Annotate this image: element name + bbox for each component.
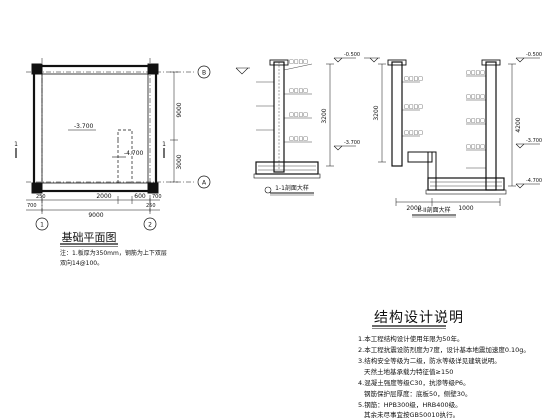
- plan-outer-wall: [32, 64, 158, 193]
- section-mark-left: 1: [14, 141, 18, 148]
- section2-left-wall: [391, 61, 403, 167]
- section2-label-g: □□□□: [466, 144, 485, 150]
- plan-note-line2: 双向14@100。: [60, 259, 103, 267]
- dim-right-total: 9000: [176, 102, 183, 117]
- section1-cushion: [253, 173, 321, 179]
- notes-item-5: 4.混凝土强度等级C30，抗渗等级P6。: [358, 378, 470, 387]
- axis-bubble-1: [35, 217, 49, 231]
- section2-elev-top: -0.500: [526, 52, 542, 58]
- section2-label-d: □□□□: [466, 70, 485, 76]
- design-notes: [372, 325, 446, 329]
- section-1-1: [235, 57, 356, 196]
- elev-label-main: -3.700: [74, 123, 94, 130]
- axis-label-1: 1: [40, 222, 44, 229]
- notes-item-7: 5.钢筋：HPB300级，HRB400级。: [358, 400, 462, 409]
- column-bottom-right: [147, 182, 159, 194]
- axis-bubble-a: [197, 175, 211, 189]
- section2-label-b: □□□□: [404, 104, 423, 110]
- section1-label-c: □□□□: [289, 136, 308, 142]
- axis-label-a: A: [202, 180, 207, 187]
- section2-label-c: □□□□: [404, 130, 423, 136]
- notes-item-8: 其余未尽事宜按GB50010执行。: [364, 410, 459, 419]
- section2-label-a: □□□□: [404, 76, 423, 82]
- column-bottom-left: [31, 182, 43, 194]
- plan-title: 基础平面图: [62, 231, 117, 244]
- axis-label-2: 2: [148, 222, 152, 229]
- section2-height-a: 3200: [373, 105, 380, 120]
- section2-dim-a: 2000: [406, 205, 421, 212]
- column-top-right: [147, 63, 159, 75]
- notes-item-6: 钢筋保护层厚度：底板50，侧壁30。: [364, 389, 472, 398]
- section1-label-a: □□□□: [289, 88, 308, 94]
- column-top-left: [31, 63, 43, 75]
- notes-item-2: 2.本工程抗震设防烈度为7度，设计基本地震加速度0.10g。: [358, 345, 530, 354]
- section1-elev-bottom: -3.700: [344, 140, 360, 146]
- section2-title: II-II剖面大样: [417, 206, 450, 214]
- pit-outline: [117, 129, 133, 183]
- section1-elev-top: -0.500: [344, 52, 360, 58]
- dim-bottom-b: 600: [134, 193, 146, 200]
- section2-label-f: □□□□: [466, 118, 485, 124]
- dim-edge-1: 700: [27, 203, 37, 209]
- notes-item-4: 天然土地基承载力特征值≥150: [364, 367, 453, 376]
- dim-edge-3: 250: [146, 203, 156, 209]
- section1-slab: [255, 161, 319, 175]
- foundation-plan: [15, 58, 211, 247]
- plan-note-line1: 注：1.板厚为350mm，钢筋为上下双层: [60, 249, 167, 257]
- section-mark-right: 1: [162, 141, 166, 148]
- dim-bottom-total: 9000: [88, 212, 103, 219]
- section-2-2: [364, 57, 540, 218]
- section2-height-b: 4200: [515, 117, 522, 132]
- section1-title: 1-1剖面大样: [275, 184, 309, 192]
- section2-upper-slab: [407, 151, 433, 163]
- section1-height: 3200: [321, 108, 328, 123]
- dim-right-lower: 3000: [176, 154, 183, 169]
- axis-bubble-b: [197, 65, 211, 79]
- section2-dim-b: 1000: [458, 205, 473, 212]
- axis-bubble-2: [143, 217, 157, 231]
- elev-label-pit: -4.700: [124, 150, 144, 157]
- dim-edge-4: 700: [152, 194, 162, 200]
- section2-pit-slab: [427, 177, 505, 191]
- section1-label-b: □□□□: [289, 112, 308, 118]
- axis-label-b: B: [202, 70, 206, 77]
- dim-edge-2: 250: [36, 194, 46, 200]
- notes-item-3: 3.结构安全等级为二级，防水等级详见建筑说明。: [358, 356, 501, 365]
- notes-title: 结构设计说明: [374, 310, 464, 326]
- section2-label-e: □□□□: [466, 94, 485, 100]
- section2-elev-mid: -3.700: [526, 138, 542, 144]
- notes-item-1: 1.本工程结构设计使用年限为50年。: [358, 334, 463, 343]
- section2-right-wall: [485, 61, 497, 191]
- section1-wall: [273, 61, 285, 173]
- section1-label-top: □□□□: [289, 59, 308, 65]
- section2-elev-bottom: -4.700: [526, 178, 542, 184]
- dim-bottom-a: 2000: [96, 193, 111, 200]
